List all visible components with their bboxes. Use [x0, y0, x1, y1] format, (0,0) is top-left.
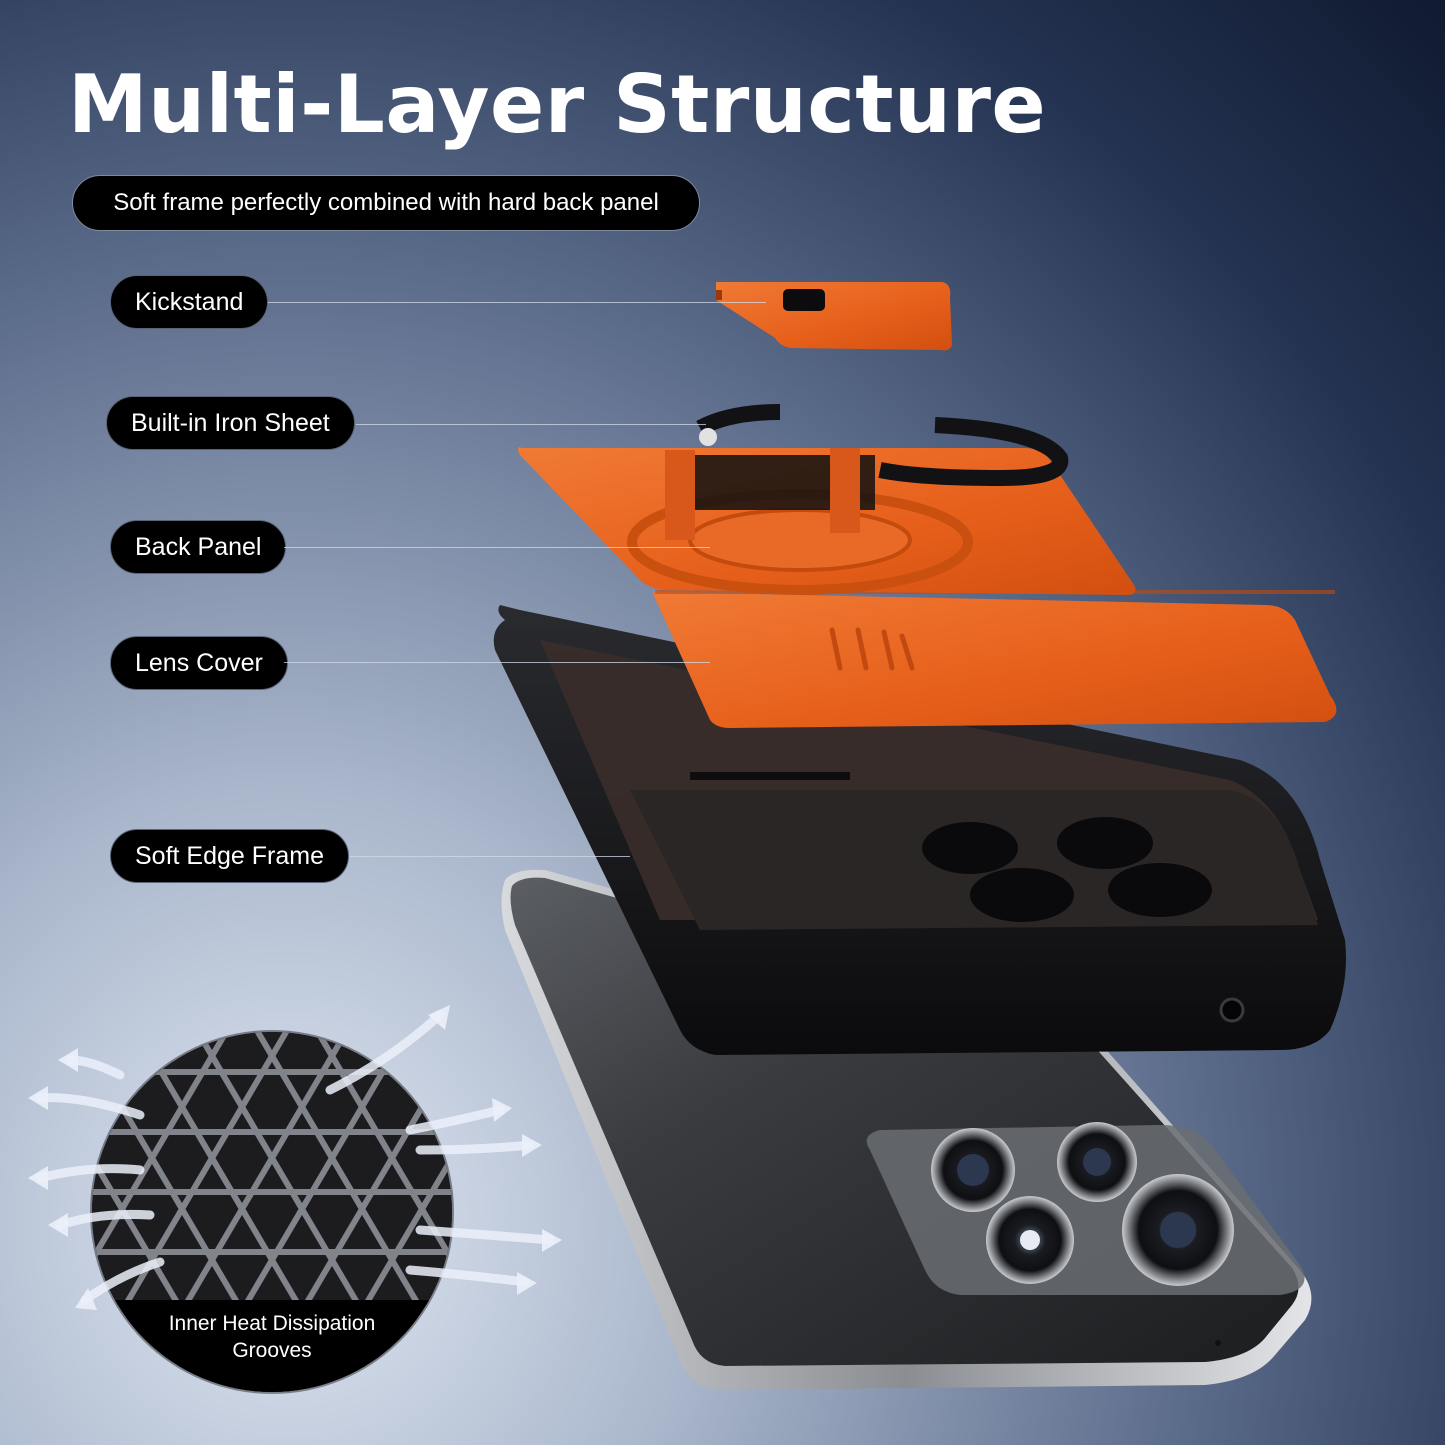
- label-iron-sheet: Built-in Iron Sheet: [106, 396, 355, 450]
- heat-caption-line1: Inner Heat Dissipation: [168, 1312, 376, 1335]
- leader-lens-cover: [284, 662, 710, 663]
- leader-back-panel: [284, 547, 710, 548]
- label-lens-cover: Lens Cover: [110, 636, 288, 690]
- leader-soft-edge-frame: [350, 856, 630, 857]
- label-soft-edge-frame: Soft Edge Frame: [110, 829, 349, 883]
- heat-caption: Inner Heat Dissipation Grooves: [92, 1300, 452, 1392]
- heat-caption-line2: Grooves: [232, 1339, 312, 1362]
- leader-iron-sheet: [356, 424, 706, 425]
- leader-kickstand: [268, 302, 766, 303]
- label-back-panel: Back Panel: [110, 520, 287, 574]
- label-kickstand: Kickstand: [110, 275, 269, 329]
- iron-sheet: [696, 404, 1069, 487]
- kickstand: [716, 282, 952, 351]
- subtitle-badge: Soft frame perfectly combined with hard …: [72, 175, 700, 231]
- page-title: Multi-Layer Structure: [68, 58, 1047, 151]
